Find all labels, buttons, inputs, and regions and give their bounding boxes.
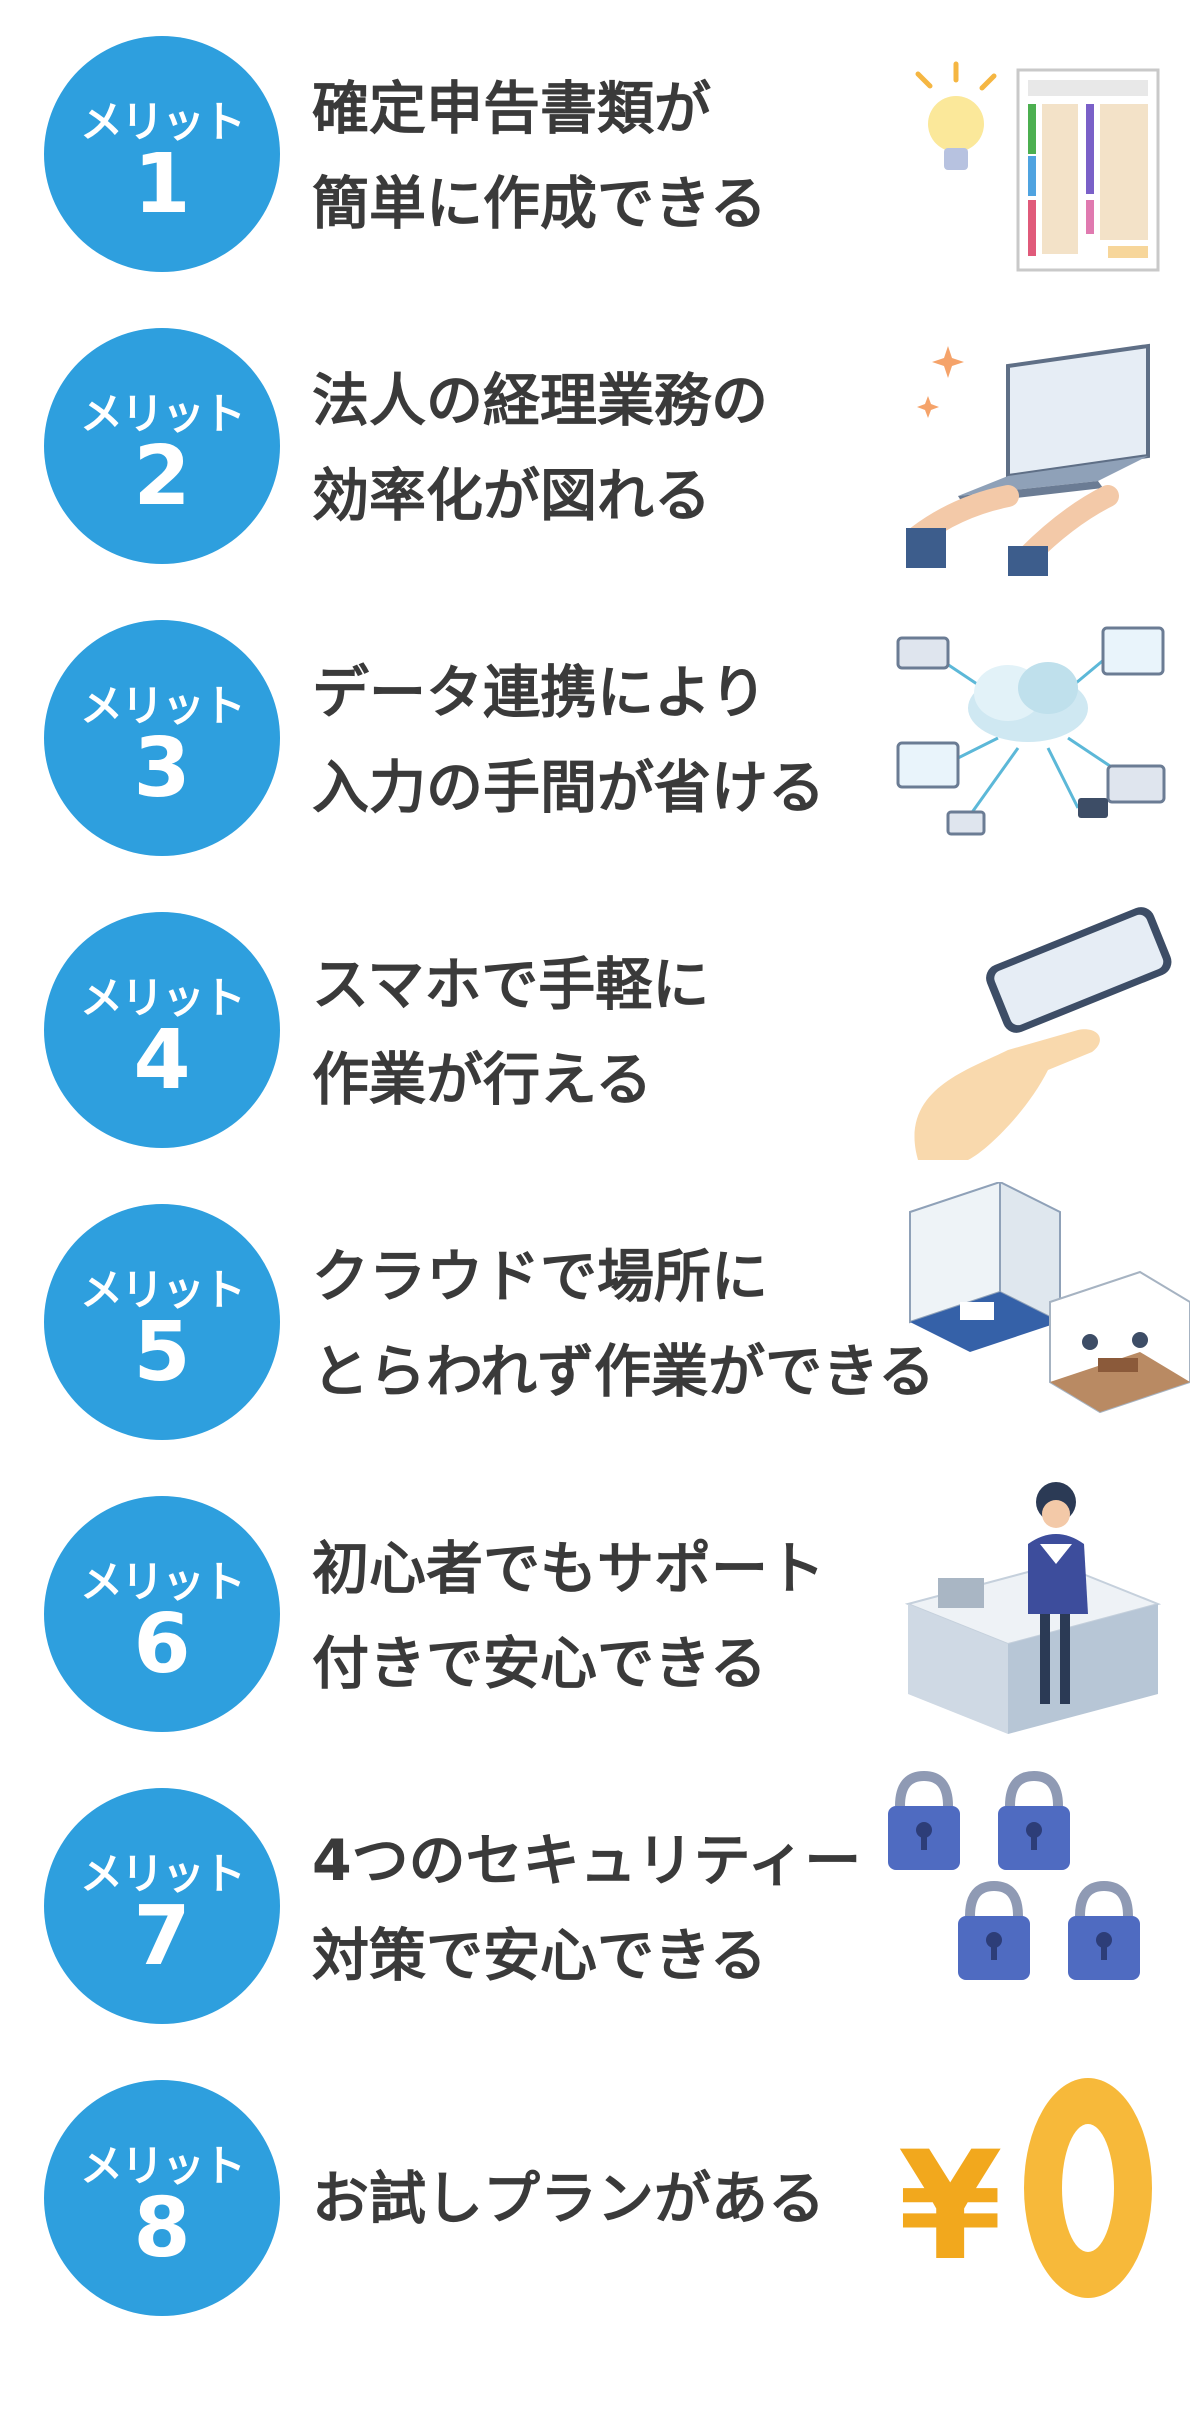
merit-badge-5: メリット 5 [44, 1204, 280, 1440]
merit-badge-2: メリット 2 [44, 328, 280, 564]
merit-item-6: メリット 6 初心者でもサポート 付きで安心できる [0, 1460, 1200, 1750]
merit-line-2: 対策で安心できる [312, 1923, 767, 1989]
merit-badge-label: メリット [80, 1850, 246, 1900]
merit-item-8: メリット 8 お試しプランがある ¥ [0, 2044, 1200, 2334]
merit-line-2: とらわれず作業ができる [312, 1339, 936, 1405]
merit-badge-label: メリット [80, 1266, 246, 1316]
zero-yen-icon: ¥ [878, 2058, 1178, 2328]
merit-badge-7: メリット 7 [44, 1788, 280, 2024]
merit-badge-number: 1 [133, 137, 191, 232]
merit-description: 初心者でもサポート 付きで安心できる [312, 1522, 825, 1712]
merit-line-2: 効率化が図れる [312, 463, 711, 529]
merit-badge-4: メリット 4 [44, 912, 280, 1148]
merit-item-2: メリット 2 法人の経理業務の 効率化が図れる [0, 292, 1200, 582]
merit-item-7: メリット 7 4つのセキュリティー 対策で安心できる [0, 1752, 1200, 2042]
merit-item-5: メリット 5 クラウドで場所に とらわれず作業ができる [0, 1168, 1200, 1458]
merit-badge-number: 3 [133, 721, 191, 816]
merit-badge-number: 5 [133, 1305, 191, 1400]
support-operator-icon [878, 1474, 1178, 1744]
merit-line-1: データ連携により [312, 660, 767, 726]
merit-badge-number: 6 [133, 1597, 191, 1692]
merit-item-1: メリット 1 確定申告書類が 簡単に作成できる [0, 0, 1200, 290]
merit-line-2: 簡単に作成できる [312, 171, 767, 237]
merit-description: 4つのセキュリティー 対策で安心できる [312, 1814, 861, 2004]
merit-badge-label: メリット [80, 974, 246, 1024]
merit-badge-label: メリット [80, 2142, 246, 2192]
merit-line-1: 初心者でもサポート [312, 1536, 825, 1602]
merit-line-1: スマホで手軽に [312, 952, 710, 1018]
merit-description: 確定申告書類が 簡単に作成できる [312, 62, 767, 252]
merit-line-1: クラウドで場所に [312, 1244, 768, 1310]
merit-badge-6: メリット 6 [44, 1496, 280, 1732]
merit-description: クラウドで場所に とらわれず作業ができる [312, 1230, 935, 1420]
merit-badge-label: メリット [80, 1558, 246, 1608]
remote-work-rooms-icon [890, 1182, 1190, 1452]
merit-badge-8: メリット 8 [44, 2080, 280, 2316]
merit-item-3: メリット 3 データ連携により 入力の手間が省ける [0, 584, 1200, 874]
laptop-typing-icon [878, 306, 1178, 576]
merit-badge-number: 2 [133, 429, 191, 524]
merit-badge-label: メリット [80, 390, 246, 440]
merit-badge-label: メリット [80, 98, 246, 148]
merit-badge-1: メリット 1 [44, 36, 280, 272]
merit-badge-number: 7 [133, 1889, 191, 1984]
merit-line-2: 作業が行える [312, 1047, 653, 1113]
merit-line-1: 確定申告書類が [312, 76, 711, 142]
tax-form-icon [878, 14, 1178, 284]
merit-badge-number: 8 [133, 2181, 191, 2276]
merit-line-1: 4つのセキュリティー [312, 1828, 862, 1894]
merit-line-2: 入力の手間が省ける [312, 755, 825, 821]
merit-description: データ連携により 入力の手間が省ける [312, 646, 825, 836]
merit-badge-number: 4 [133, 1013, 191, 1108]
smartphone-hand-icon [878, 890, 1178, 1160]
merit-description: お試しプランがある [312, 2152, 825, 2247]
merit-item-4: メリット 4 スマホで手軽に 作業が行える [0, 876, 1200, 1166]
merit-line-1: お試しプランがある [312, 2166, 825, 2232]
merit-description: スマホで手軽に 作業が行える [312, 938, 709, 1128]
merit-description: 法人の経理業務の 効率化が図れる [312, 354, 768, 544]
svg-text:¥: ¥ [898, 2120, 1002, 2294]
merit-badge-label: メリット [80, 682, 246, 732]
merit-badge-3: メリット 3 [44, 620, 280, 856]
merit-line-1: 法人の経理業務の [312, 368, 768, 434]
cloud-sync-icon [878, 598, 1178, 868]
merit-line-2: 付きで安心できる [312, 1631, 767, 1697]
padlocks-icon [878, 1766, 1178, 2036]
